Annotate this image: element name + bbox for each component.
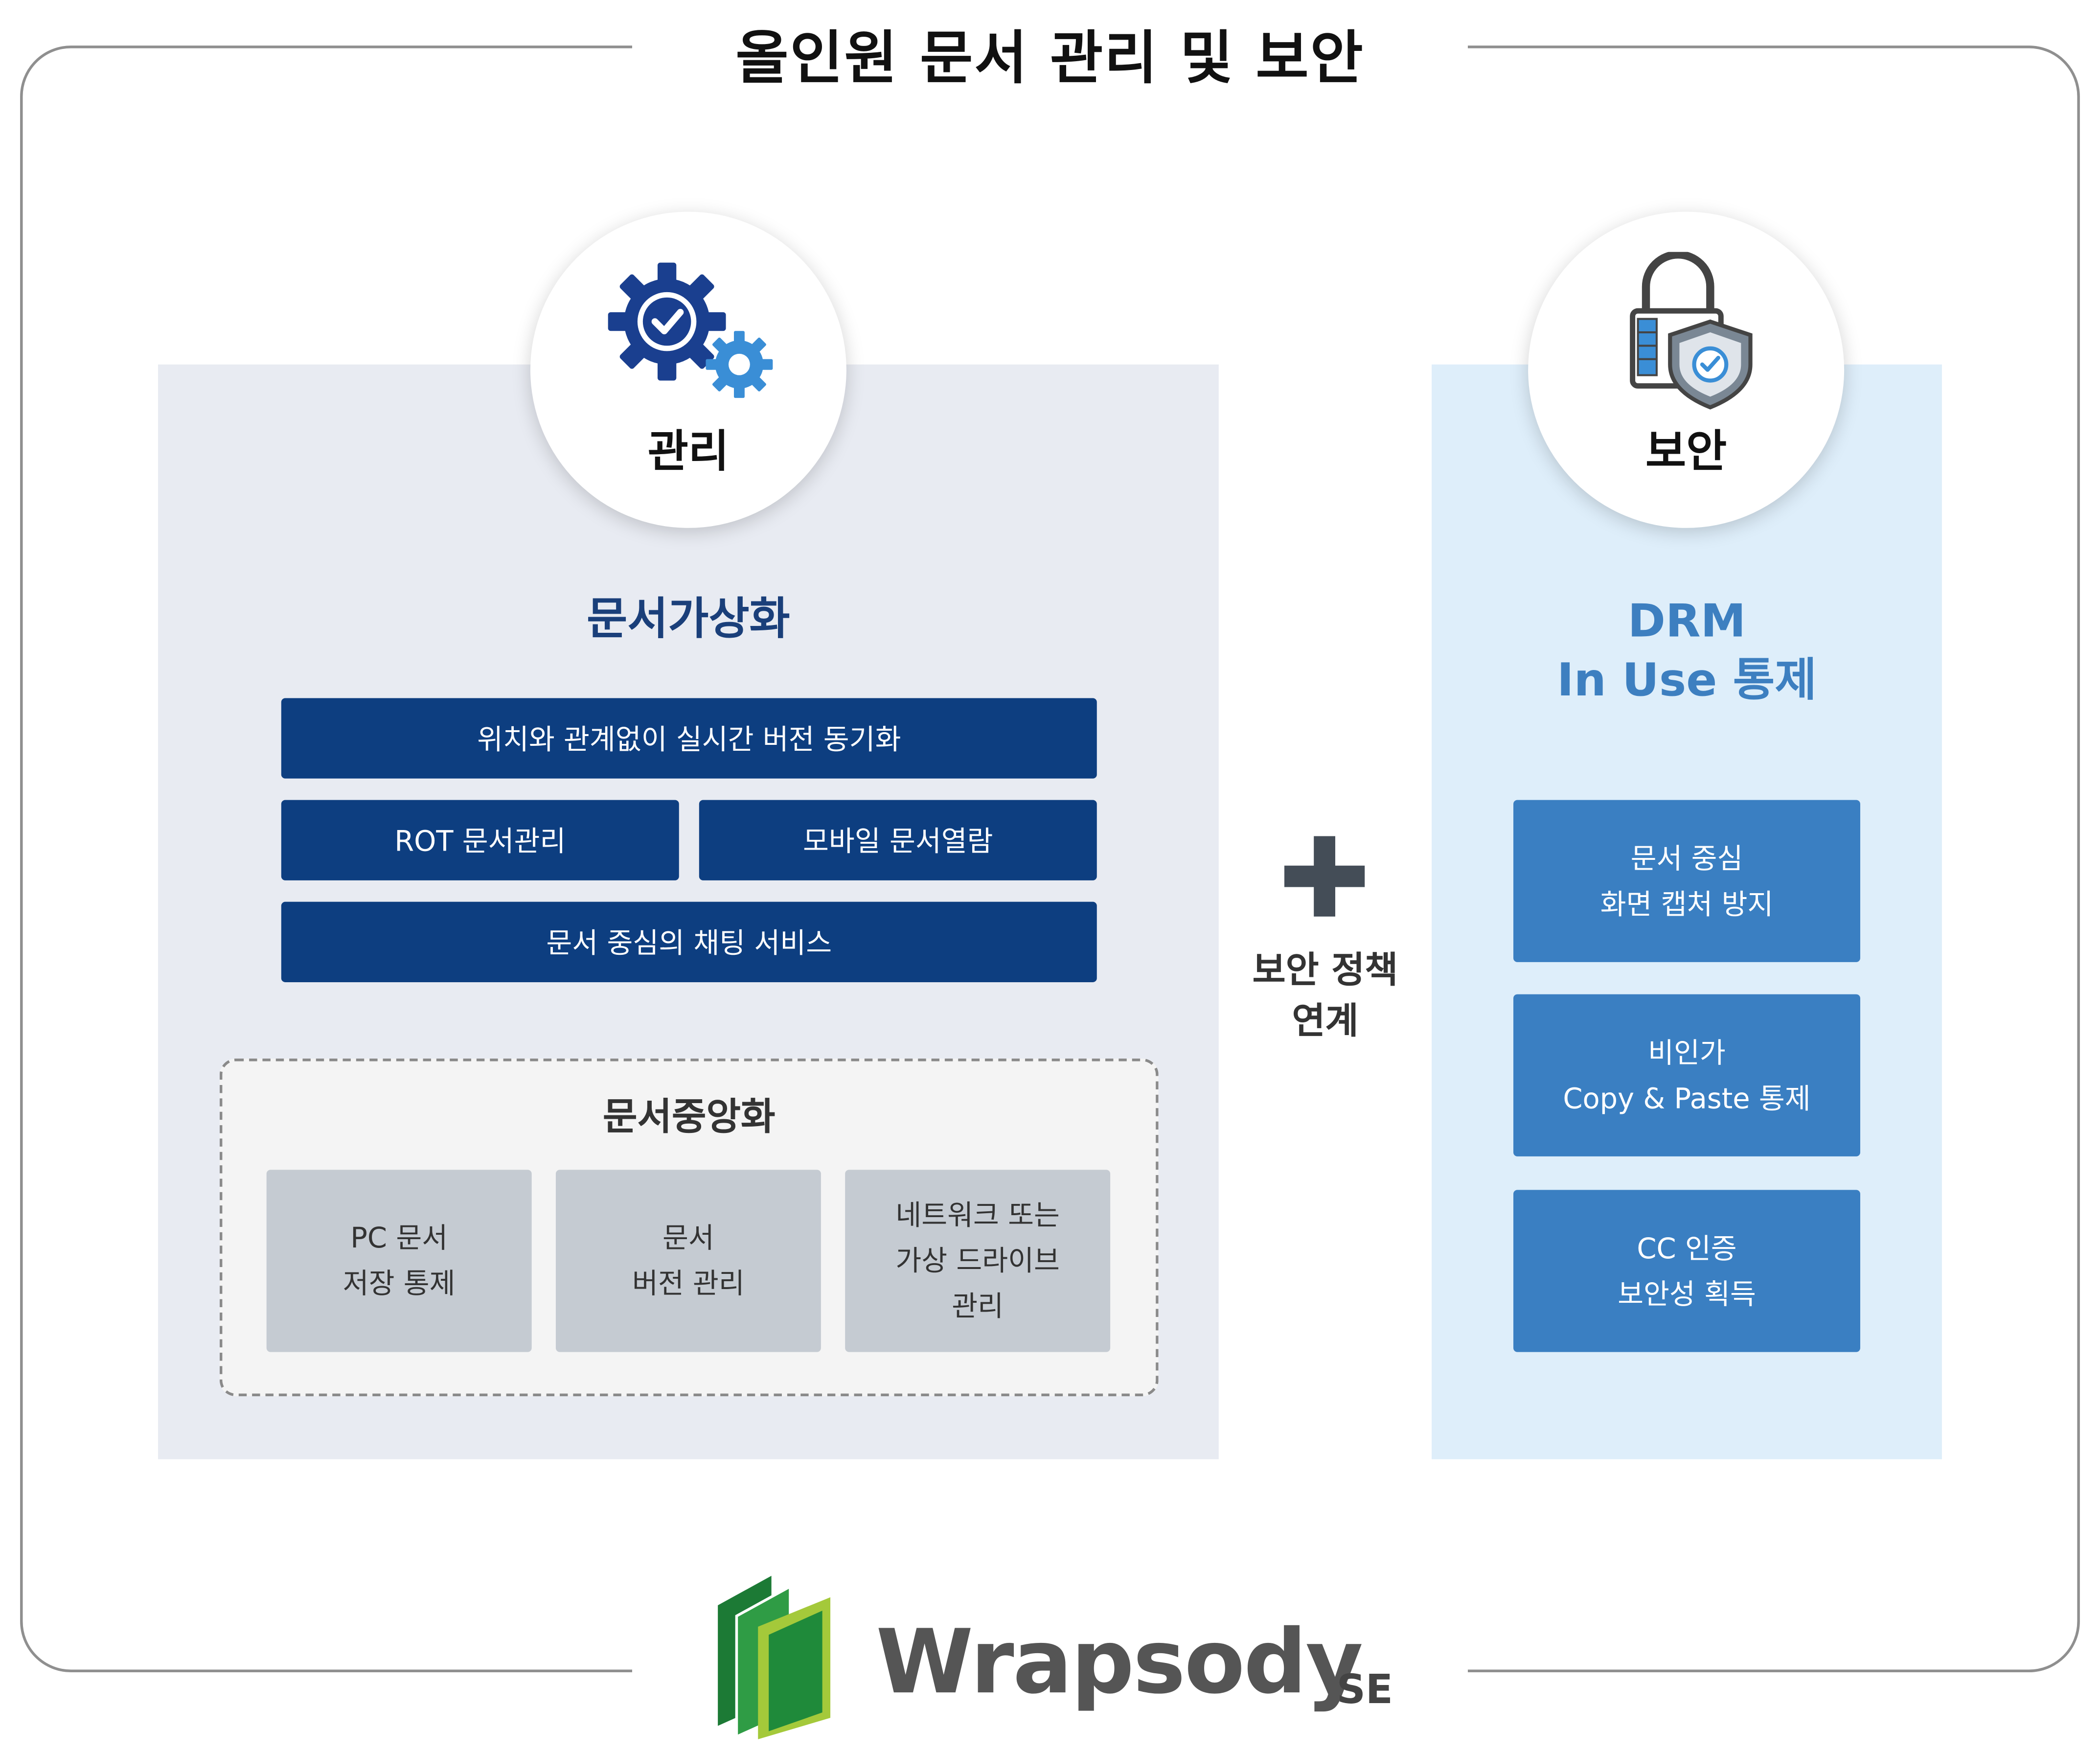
plus-icon [1284, 836, 1365, 917]
virtual-drive-management: 네트워크 또는 가상 드라이브 관리 [845, 1170, 1111, 1352]
cc-certification: CC 인증 보안성 획득 [1513, 1190, 1860, 1352]
drm-heading-line1: DRM [1627, 595, 1746, 649]
security-badge: 보안 [1528, 211, 1845, 528]
sync-feature: 위치와 관계없이 실시간 버전 동기화 [281, 698, 1097, 779]
policy-link-label: 보안 정책 연계 [1252, 950, 1398, 1043]
version-management: 문서 버전 관리 [555, 1170, 821, 1352]
screen-capture-prevention: 문서 중심 화면 캡처 방지 [1513, 800, 1860, 962]
pc-storage-control: PC 문서 저장 통제 [266, 1170, 532, 1352]
chat-feature: 문서 중심의 채팅 서비스 [281, 901, 1097, 982]
padlock-shield-icon [1630, 252, 1753, 410]
centralization-heading: 문서중앙화 [602, 1094, 776, 1139]
virtualization-heading: 문서가상화 [587, 592, 790, 645]
management-label: 관리 [647, 424, 730, 477]
gears-check-icon [608, 262, 773, 398]
management-badge: 관리 [530, 211, 846, 528]
rot-feature: ROT 문서관리 [281, 800, 679, 880]
security-label: 보안 [1645, 424, 1727, 477]
wrapsody-logo-icon [718, 1575, 831, 1739]
mobile-feature: 모바일 문서열람 [699, 800, 1097, 880]
drm-heading: DRM In Use 통제 [1432, 592, 1942, 710]
logo-wordmark: Wrapsody [876, 1611, 1363, 1714]
copy-paste-control: 비인가 Copy & Paste 통제 [1513, 994, 1860, 1156]
page-title: 올인원 문서 관리 및 보안 [632, 5, 1468, 102]
logo-suffix: SE [1336, 1667, 1393, 1714]
drm-heading-line2: In Use 통제 [1556, 654, 1817, 708]
